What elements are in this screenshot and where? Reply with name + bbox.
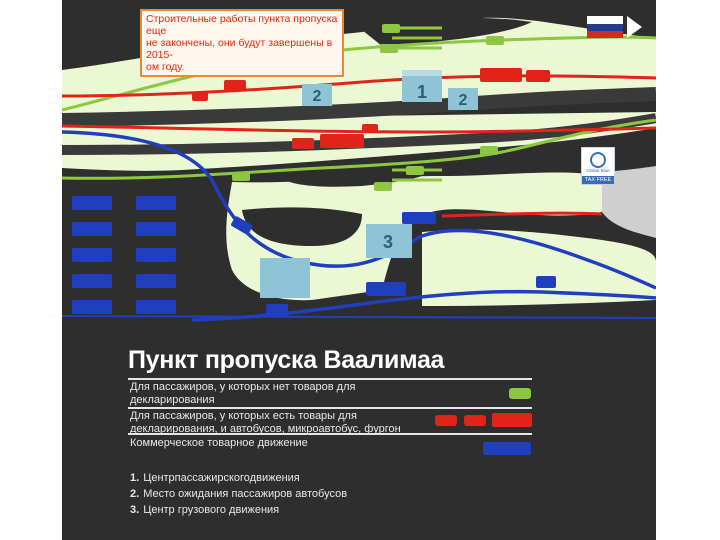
green-lane-mid — [62, 118, 656, 180]
tax-free-sign: Global Blue TAX FREE — [581, 147, 615, 185]
list-item: 3.Центр грузового движения — [130, 504, 280, 516]
map-panel: 1 2 2 3 — [62, 0, 656, 540]
legend-item-green: Для пассажиров, у которых нет товаров дл… — [130, 381, 356, 406]
page-title: Пункт пропуска Ваалимаа — [128, 346, 445, 374]
legend-item-red: Для пассажиров, у которых есть товары дл… — [130, 410, 401, 435]
red-lane-low — [441, 211, 603, 218]
land-lower-right — [422, 229, 656, 306]
building-1: 1 — [402, 70, 442, 102]
svg-text:1: 1 — [417, 82, 427, 102]
building-2-right: 2 — [448, 88, 478, 110]
legend-divider — [128, 407, 532, 409]
globe-icon — [590, 152, 606, 168]
legend-item-blue: Коммерческое товарное движение — [130, 437, 308, 449]
svg-text:2: 2 — [459, 92, 468, 109]
russia-flag — [587, 16, 623, 38]
tax-free-brand: Global Blue — [586, 168, 610, 173]
list-item: 2.Место ожидания пассажиров автобусов — [130, 488, 348, 500]
list-item: 1.Центрпассажирскогодвижения — [130, 472, 300, 484]
svg-text:2: 2 — [313, 88, 322, 105]
russia-nav[interactable] — [585, 10, 655, 50]
svg-text:3: 3 — [383, 232, 393, 252]
land-right-gray — [602, 166, 656, 238]
green-car-icon — [509, 388, 531, 399]
parked-trucks — [72, 196, 176, 314]
land-bottom — [226, 172, 616, 301]
tax-free-label: TAX FREE — [582, 176, 614, 184]
red-vehicles-icon — [435, 413, 532, 427]
island-lower — [242, 207, 362, 246]
construction-note: Строительные работы пункта пропуска еще … — [140, 9, 344, 77]
legend-divider — [128, 378, 532, 380]
blue-lane-main — [62, 130, 656, 290]
right-arrow-icon[interactable] — [627, 16, 642, 38]
building-2-left: 2 — [302, 84, 332, 106]
blue-truck-icon — [483, 442, 531, 455]
red-lane-mid — [62, 124, 656, 134]
building-lower — [260, 258, 310, 298]
legend-divider — [128, 433, 532, 435]
checkpoint-map: 1 2 2 3 — [62, 0, 656, 330]
building-3: 3 — [366, 224, 412, 258]
